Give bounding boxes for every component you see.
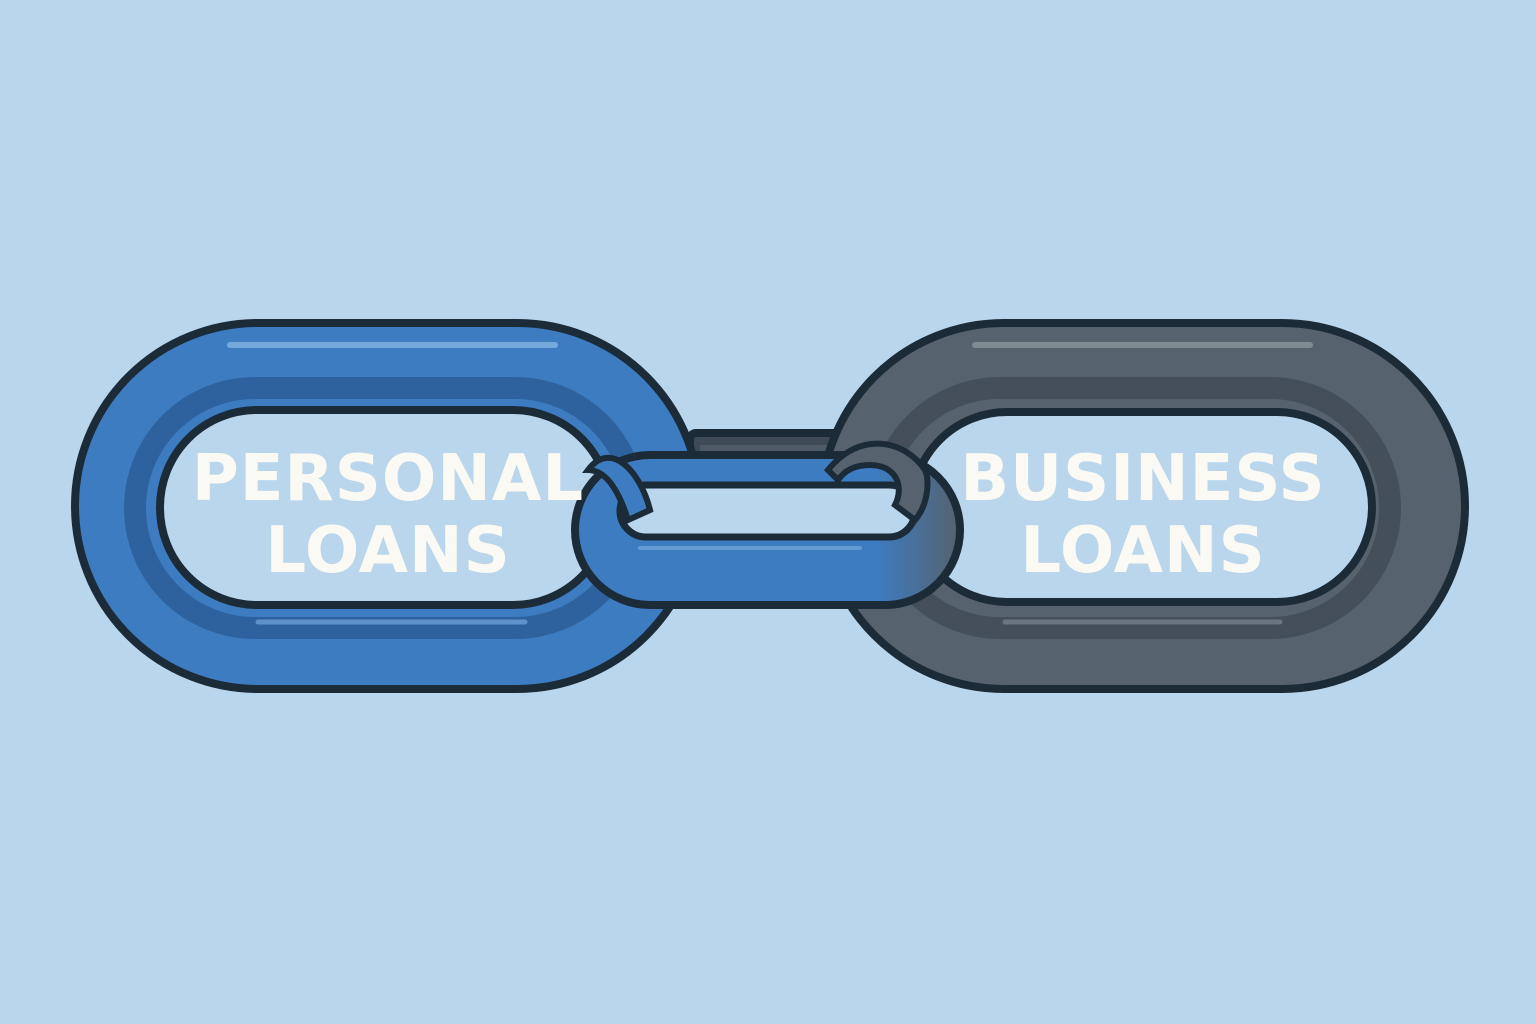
personal-label-line2: LOANS bbox=[265, 514, 510, 588]
business-label-line1: BUSINESS bbox=[960, 442, 1325, 516]
business-label-line2: LOANS bbox=[1020, 514, 1265, 588]
gray-link-overlap bbox=[823, 440, 931, 525]
business-loans-link bbox=[817, 319, 1469, 693]
personal-loans-link bbox=[71, 319, 704, 693]
personal-label-line1: PERSONAL bbox=[192, 442, 584, 516]
blue-link-overlap bbox=[582, 454, 654, 525]
